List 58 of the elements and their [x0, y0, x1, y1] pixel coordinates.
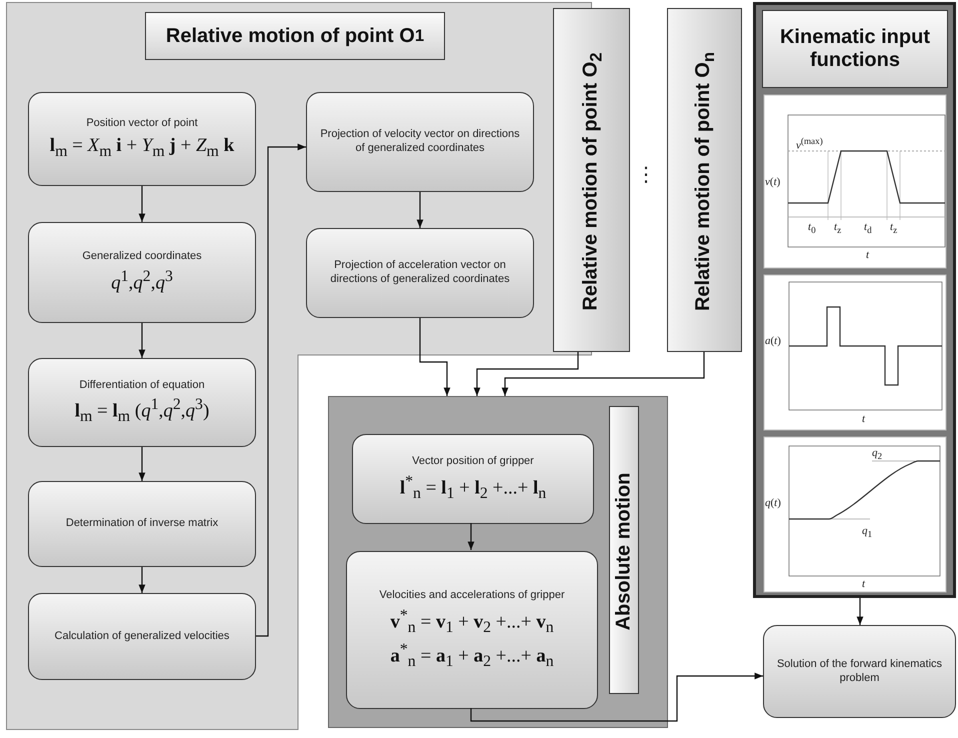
vertical-box: [553, 8, 630, 352]
process-box: [28, 358, 256, 447]
axis-label: t$_{z}$: [834, 221, 842, 236]
process-box: [306, 228, 534, 318]
step-label: Position vector of point: [86, 117, 198, 131]
step-label: Differentiation of equation: [79, 378, 205, 392]
formula: l$_{m}$ = l$_{m}$ (q$^{1}$,q$^{2}$,q$^{3}$): [74, 396, 210, 426]
axis-label: t$_{d}$: [864, 221, 872, 236]
axis-label: t$_{z}$: [890, 221, 898, 236]
arrow: [416, 192, 424, 228]
step-label: Projection of velocity vector on directions of generalized coordinates: [319, 128, 521, 156]
axis-label: v(t): [765, 176, 780, 188]
arrow: [138, 567, 146, 593]
panel: [753, 2, 956, 598]
arrow: [856, 598, 864, 625]
step-label: Projection of acceleration vector on directions of generalized coordinates: [329, 259, 511, 287]
arrow: [502, 352, 705, 396]
arrow: [138, 186, 146, 222]
process-box: [28, 222, 256, 323]
step-label: Vector position of gripper: [412, 455, 534, 469]
panel: [328, 396, 668, 728]
arrow: [419, 318, 450, 396]
arrow: [470, 672, 763, 722]
step-label: Determination of inverse matrix: [66, 517, 218, 531]
axis-label: t$_{0}$: [808, 221, 816, 236]
axis-label: t: [862, 413, 866, 425]
formula: q$^{1}$,q$^{2}$,q$^{3}$: [111, 268, 173, 295]
process-box: [763, 625, 956, 718]
step-label: Calculation of generalized velocities: [54, 630, 230, 644]
process-box: [28, 593, 256, 680]
axis-label: t: [862, 578, 866, 590]
step-label: Velocities and accelerations of gripper: [379, 589, 565, 603]
formula: l$^{*}$$_{n}$ = l$_{1}$ + l$_{2}$ +...+ l$_{n}$: [400, 472, 546, 503]
formula: v$^{*}$$_{n}$ = v$_{1}$ + v$_{2}$ +...+ v$_{n}$: [390, 606, 554, 637]
axis-label: a(t): [765, 335, 781, 347]
ellipsis: ⋮: [636, 162, 656, 186]
step-label: Solution of the forward kinematics problem: [776, 658, 944, 686]
panel-heading: Kinematic input functions: [762, 10, 948, 88]
arrow: [256, 144, 306, 637]
process-box: [28, 481, 256, 567]
arrow: [468, 523, 474, 550]
vertical-box: [667, 8, 742, 352]
axis-label: q(t): [765, 497, 781, 509]
step-label: Generalized coordinates: [82, 250, 202, 264]
process-box: [346, 551, 598, 709]
arrow: [138, 323, 146, 358]
axis-label: q$_{1}$: [862, 525, 872, 540]
process-box: [306, 92, 534, 192]
process-box: [352, 434, 594, 524]
axis-label: t: [866, 249, 870, 261]
axis-label: q$_{2}$: [872, 447, 882, 462]
arrow: [474, 352, 579, 396]
formula: a$^{*}$$_{n}$ = a$_{1}$ + a$_{2}$ +...+ a$_{n}$: [390, 640, 554, 671]
process-box: [28, 92, 256, 186]
arrow: [138, 447, 146, 481]
formula: l$_{m}$ = X$_{m}$ i + Y$_{m}$ j + Z$_{m}$ k: [50, 134, 234, 161]
vertical-heading: Absolute motion: [609, 406, 639, 694]
axis-label: v$^{(max)}$: [796, 136, 823, 152]
